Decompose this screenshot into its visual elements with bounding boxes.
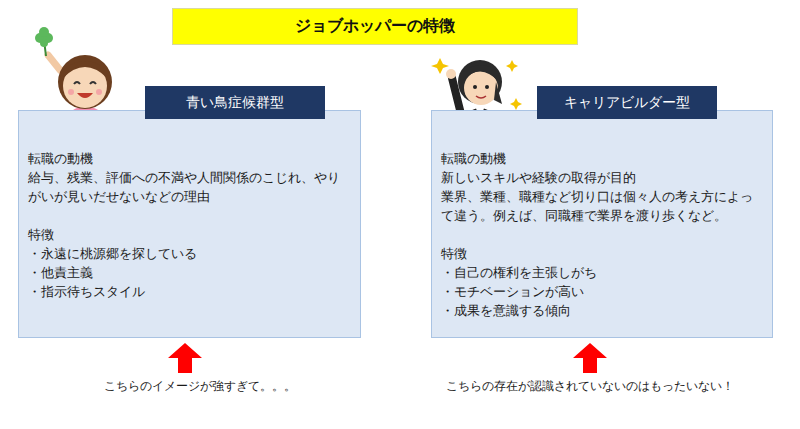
up-arrow xyxy=(168,343,202,373)
bullet-text: ・永遠に桃源郷を探している xyxy=(28,244,351,263)
body-text: 給与、残業、評価への不満や人間関係のこじれ、やりがいが見いだせないなどの理由 xyxy=(28,168,351,206)
body-text: 特徴 xyxy=(28,225,351,244)
title-banner: ジョブホッパーの特徴 xyxy=(172,8,578,45)
bullet-text: ・指示待ちスタイル xyxy=(28,282,351,301)
body-text: 業界、業種、職種など切り口は個々人の考え方によって違う。例えば、同職種で業界を渡… xyxy=(441,187,763,225)
label-text: 青い鳥症候群型 xyxy=(186,94,284,112)
body-text: 転職の動機 xyxy=(28,149,351,168)
label-text: キャリアビルダー型 xyxy=(564,94,690,112)
body-text: 新しいスキルや経験の取得が目的 xyxy=(441,168,763,187)
caption-note: こちらのイメージが強すぎて。。。 xyxy=(104,378,296,395)
type-label: 青い鳥症候群型 xyxy=(145,86,325,119)
type-label: キャリアビルダー型 xyxy=(537,86,717,119)
bullet-text: ・成果を意識する傾向 xyxy=(441,301,763,320)
bullet-text: ・モチベーションが高い xyxy=(441,282,763,301)
feature-box: 転職の動機新しいスキルや経験の取得が目的業界、業種、職種など切り口は個々人の考え… xyxy=(431,110,773,338)
body-text: 特徴 xyxy=(441,244,763,263)
bullet-text: ・他責主義 xyxy=(28,263,351,282)
up-arrow xyxy=(573,343,607,373)
bullet-text: ・自己の権利を主張しがち xyxy=(441,263,763,282)
body-text: 転職の動機 xyxy=(441,149,763,168)
feature-box: 転職の動機給与、残業、評価への不満や人間関係のこじれ、やりがいが見いだせないなど… xyxy=(18,110,361,338)
caption-note: こちらの存在が認識されていないのはもったいない！ xyxy=(446,378,734,395)
